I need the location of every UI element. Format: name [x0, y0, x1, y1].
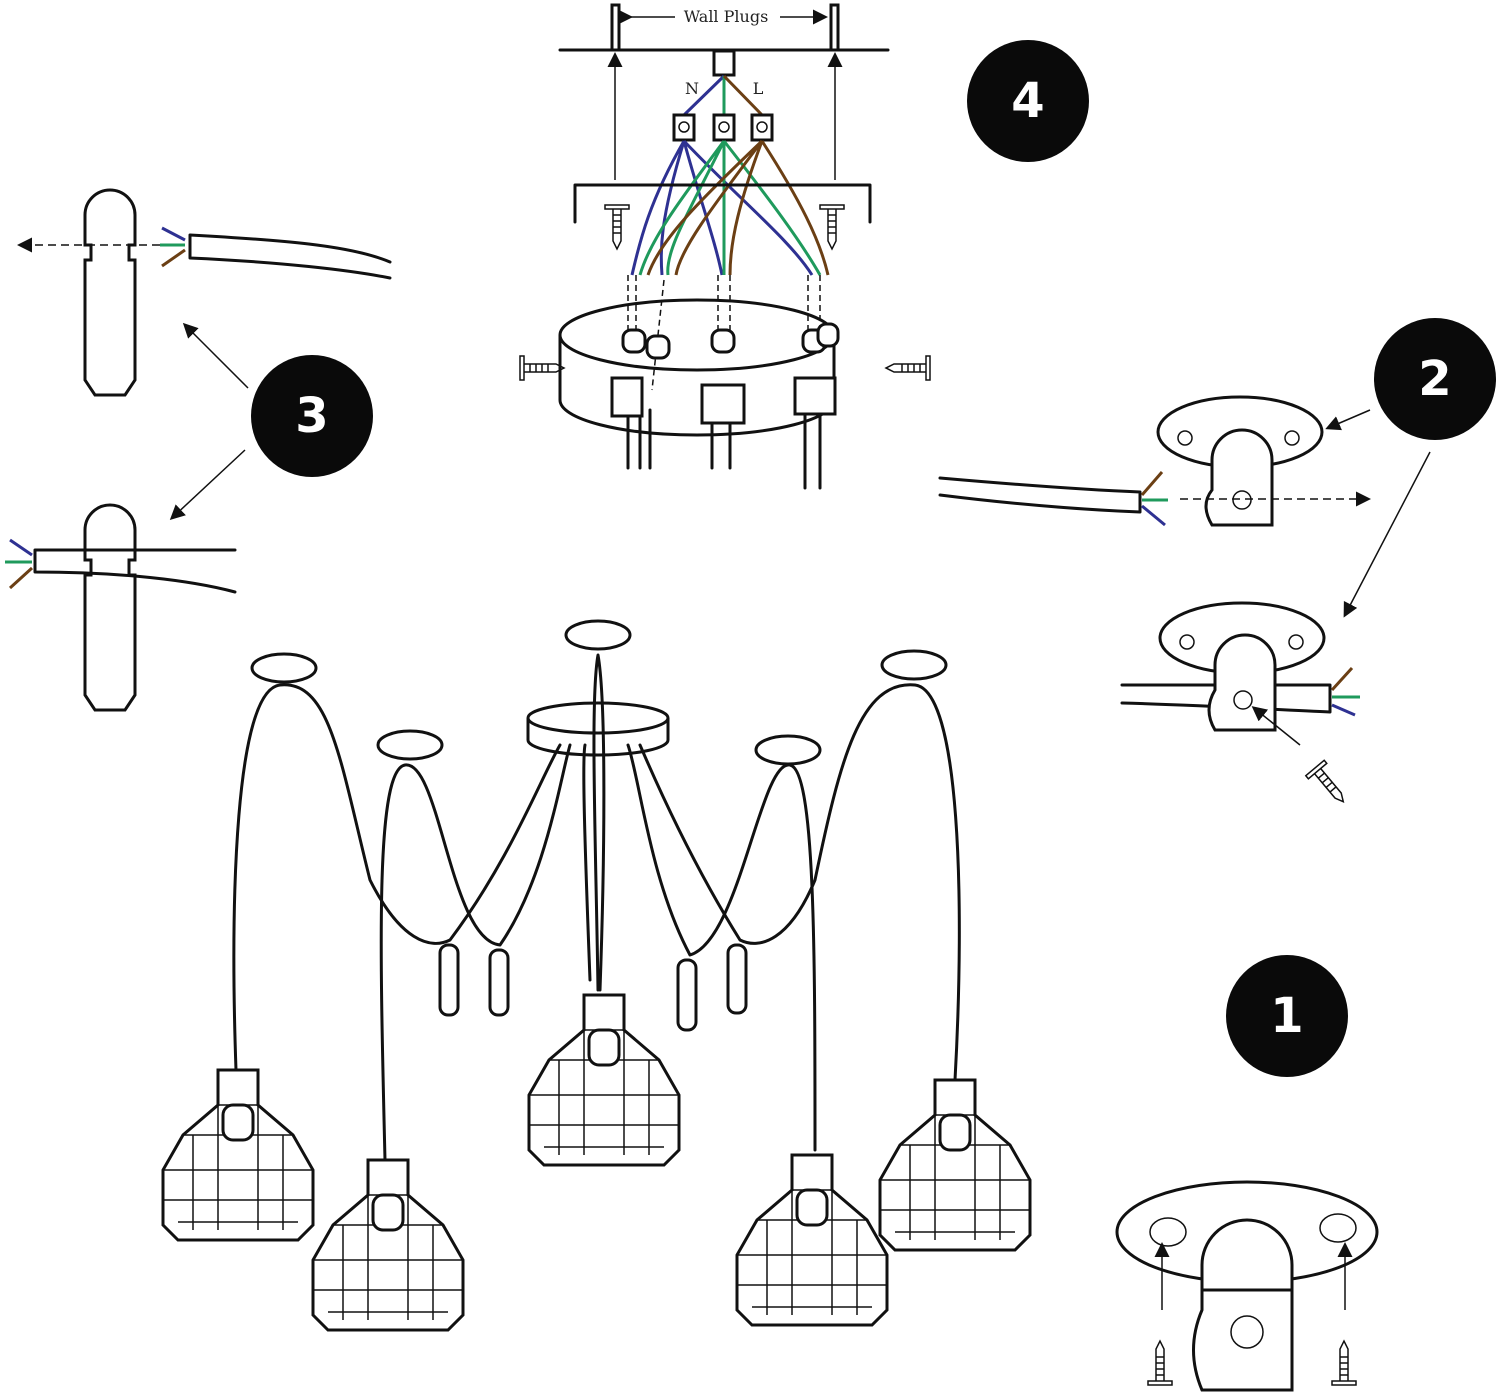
wall-plug-left [610, 3, 621, 52]
step-badge-1: 1 [1226, 955, 1348, 1077]
cage-pendant-2 [311, 1158, 465, 1332]
step-badge-3: 3 [251, 355, 373, 477]
svg-text:3: 3 [295, 388, 328, 444]
distribution-wires [630, 139, 830, 276]
chandelier-illustration [161, 619, 1032, 1332]
junction-box [712, 49, 736, 77]
live-label: L [753, 79, 764, 98]
terminal-blocks [672, 113, 774, 142]
cage-pendant-1 [161, 1068, 315, 1242]
step-2-cable-clamp [938, 395, 1431, 811]
neutral-label: N [685, 79, 699, 98]
svg-text:2: 2 [1418, 351, 1451, 407]
svg-text:1: 1 [1270, 988, 1303, 1044]
ceiling-rose [519, 275, 931, 490]
step-badge-4: 4 [967, 40, 1089, 162]
step-badge-2: 2 [1374, 318, 1496, 440]
svg-text:4: 4 [1011, 73, 1044, 129]
wall-plug-right [829, 3, 840, 52]
step-1-ceiling-plate [1115, 1180, 1379, 1392]
wall-plugs-label: Wall Plugs [684, 7, 769, 26]
step-3-connectors [5, 188, 392, 712]
cage-pendant-3 [527, 993, 681, 1167]
cage-pendant-5 [878, 1078, 1032, 1252]
step-4-wiring: Wall Plugs N L [519, 3, 931, 490]
mounting-bracket [573, 183, 872, 224]
cage-pendant-4 [735, 1153, 889, 1327]
